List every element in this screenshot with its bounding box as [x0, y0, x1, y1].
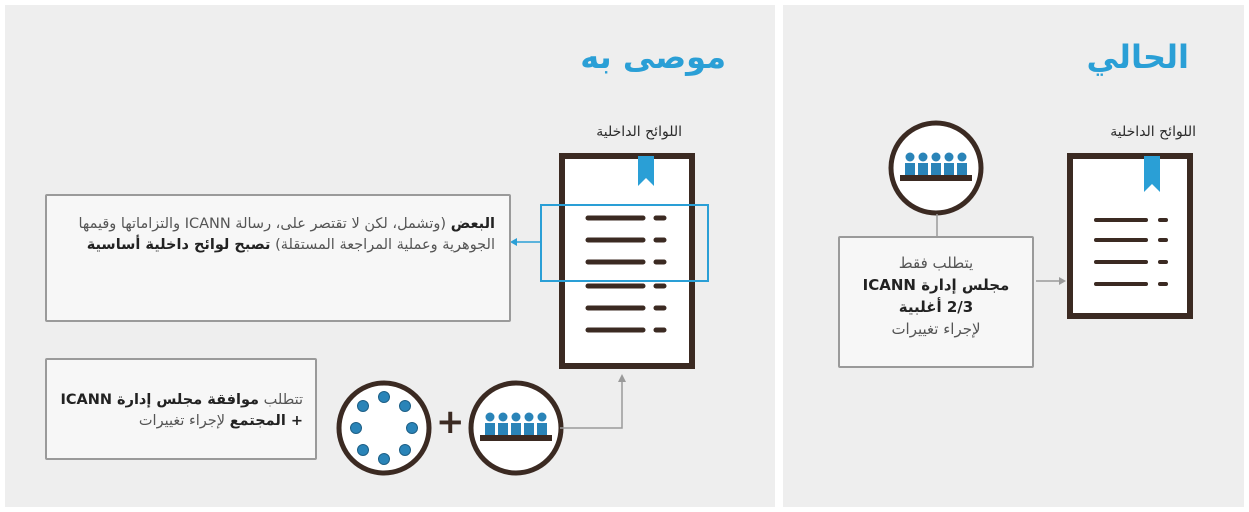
- bookmark-icon: [638, 156, 654, 186]
- fundamental-bylaws-text: البعض (وتشمل، لكن لا تقتصر على، رسالة IC…: [78, 216, 496, 253]
- plus-sign: +: [436, 402, 465, 442]
- current-requirement-box: يتطلب فقط مجلس إدارة ICANN 2/3 أغلبية لإ…: [838, 236, 1034, 368]
- board-icon: [468, 380, 564, 476]
- current-doc-label: اللوائح الداخلية: [1110, 124, 1196, 140]
- current-bookmark-icon: [1144, 156, 1160, 192]
- approval-requirement-box: تتطلب موافقة مجلس إدارة ICANN + المجتمع …: [45, 358, 317, 460]
- current-bylaws-document-icon: [1067, 153, 1193, 319]
- current-board-icon: [888, 120, 984, 216]
- recommended-doc-label: اللوائح الداخلية: [596, 124, 682, 140]
- approval-connector-arrow: [560, 374, 626, 429]
- community-icon: [336, 380, 432, 476]
- recommended-bylaws-document-icon: [559, 153, 695, 369]
- current-heading: الحالي: [1086, 38, 1189, 76]
- recommended-heading: موصى به: [580, 38, 726, 76]
- highlight-frame: [540, 204, 709, 282]
- callout-arrow: [510, 238, 542, 246]
- current-requirement-text: يتطلب فقط مجلس إدارة ICANN 2/3 أغلبية لإ…: [862, 254, 1010, 338]
- current-arrow: [1036, 277, 1066, 285]
- approval-requirement-text: تتطلب موافقة مجلس إدارة ICANN + المجتمع …: [60, 392, 303, 429]
- fundamental-bylaws-callout: البعض (وتشمل، لكن لا تقتصر على، رسالة IC…: [45, 194, 511, 322]
- current-connector-line: [936, 214, 938, 238]
